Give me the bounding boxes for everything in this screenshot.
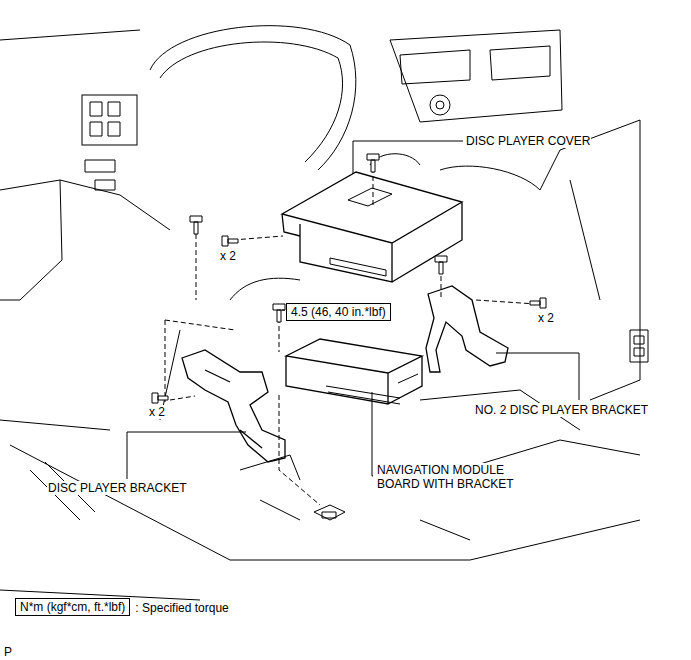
quantity: x 2 (148, 405, 166, 419)
center-console (390, 30, 562, 122)
side-switches (630, 330, 648, 362)
leader-line (282, 310, 285, 311)
legend-text: : Specified torque (134, 601, 229, 615)
disc-player-cover (282, 172, 462, 282)
floor-nut (314, 505, 345, 520)
part-name: DISC PLAYER COVER (465, 134, 591, 148)
navigation-module (286, 339, 422, 404)
shift-area (370, 120, 640, 400)
torque-callout: 4.5 (46, 40 in.*lbf) (286, 303, 391, 321)
floor (0, 420, 640, 600)
box-text: N*m (kgf*cm, ft.*lbf) (20, 600, 125, 614)
quantity: x 2 (537, 311, 555, 325)
part-name: NAVIGATION MODULE BOARD WITH BRACKET (376, 463, 538, 491)
quantity: x 2 (219, 249, 237, 263)
knob (436, 101, 444, 109)
knob (430, 95, 450, 115)
switches (85, 102, 120, 190)
leader-line (353, 141, 463, 174)
cover-slot (330, 188, 392, 276)
part-name: NO. 2 DISC PLAYER BRACKET (474, 403, 649, 417)
disc-player-bracket (182, 350, 285, 462)
console-base (160, 278, 580, 480)
leader-line (127, 432, 246, 479)
bolts (152, 154, 546, 403)
leader-line (496, 353, 579, 400)
dash-outline (0, 30, 170, 300)
figure-code: P (3, 645, 13, 659)
box-text: 4.5 (46, 40 in.*lbf) (291, 305, 386, 319)
steering-wheel (150, 26, 356, 170)
part-name: DISC PLAYER BRACKET (47, 481, 187, 495)
assembly-line (165, 168, 536, 505)
legend-box: N*m (kgf*cm, ft.*lbf) (15, 598, 130, 616)
no2-disc-player-bracket (426, 286, 508, 372)
leader-line (372, 392, 373, 476)
